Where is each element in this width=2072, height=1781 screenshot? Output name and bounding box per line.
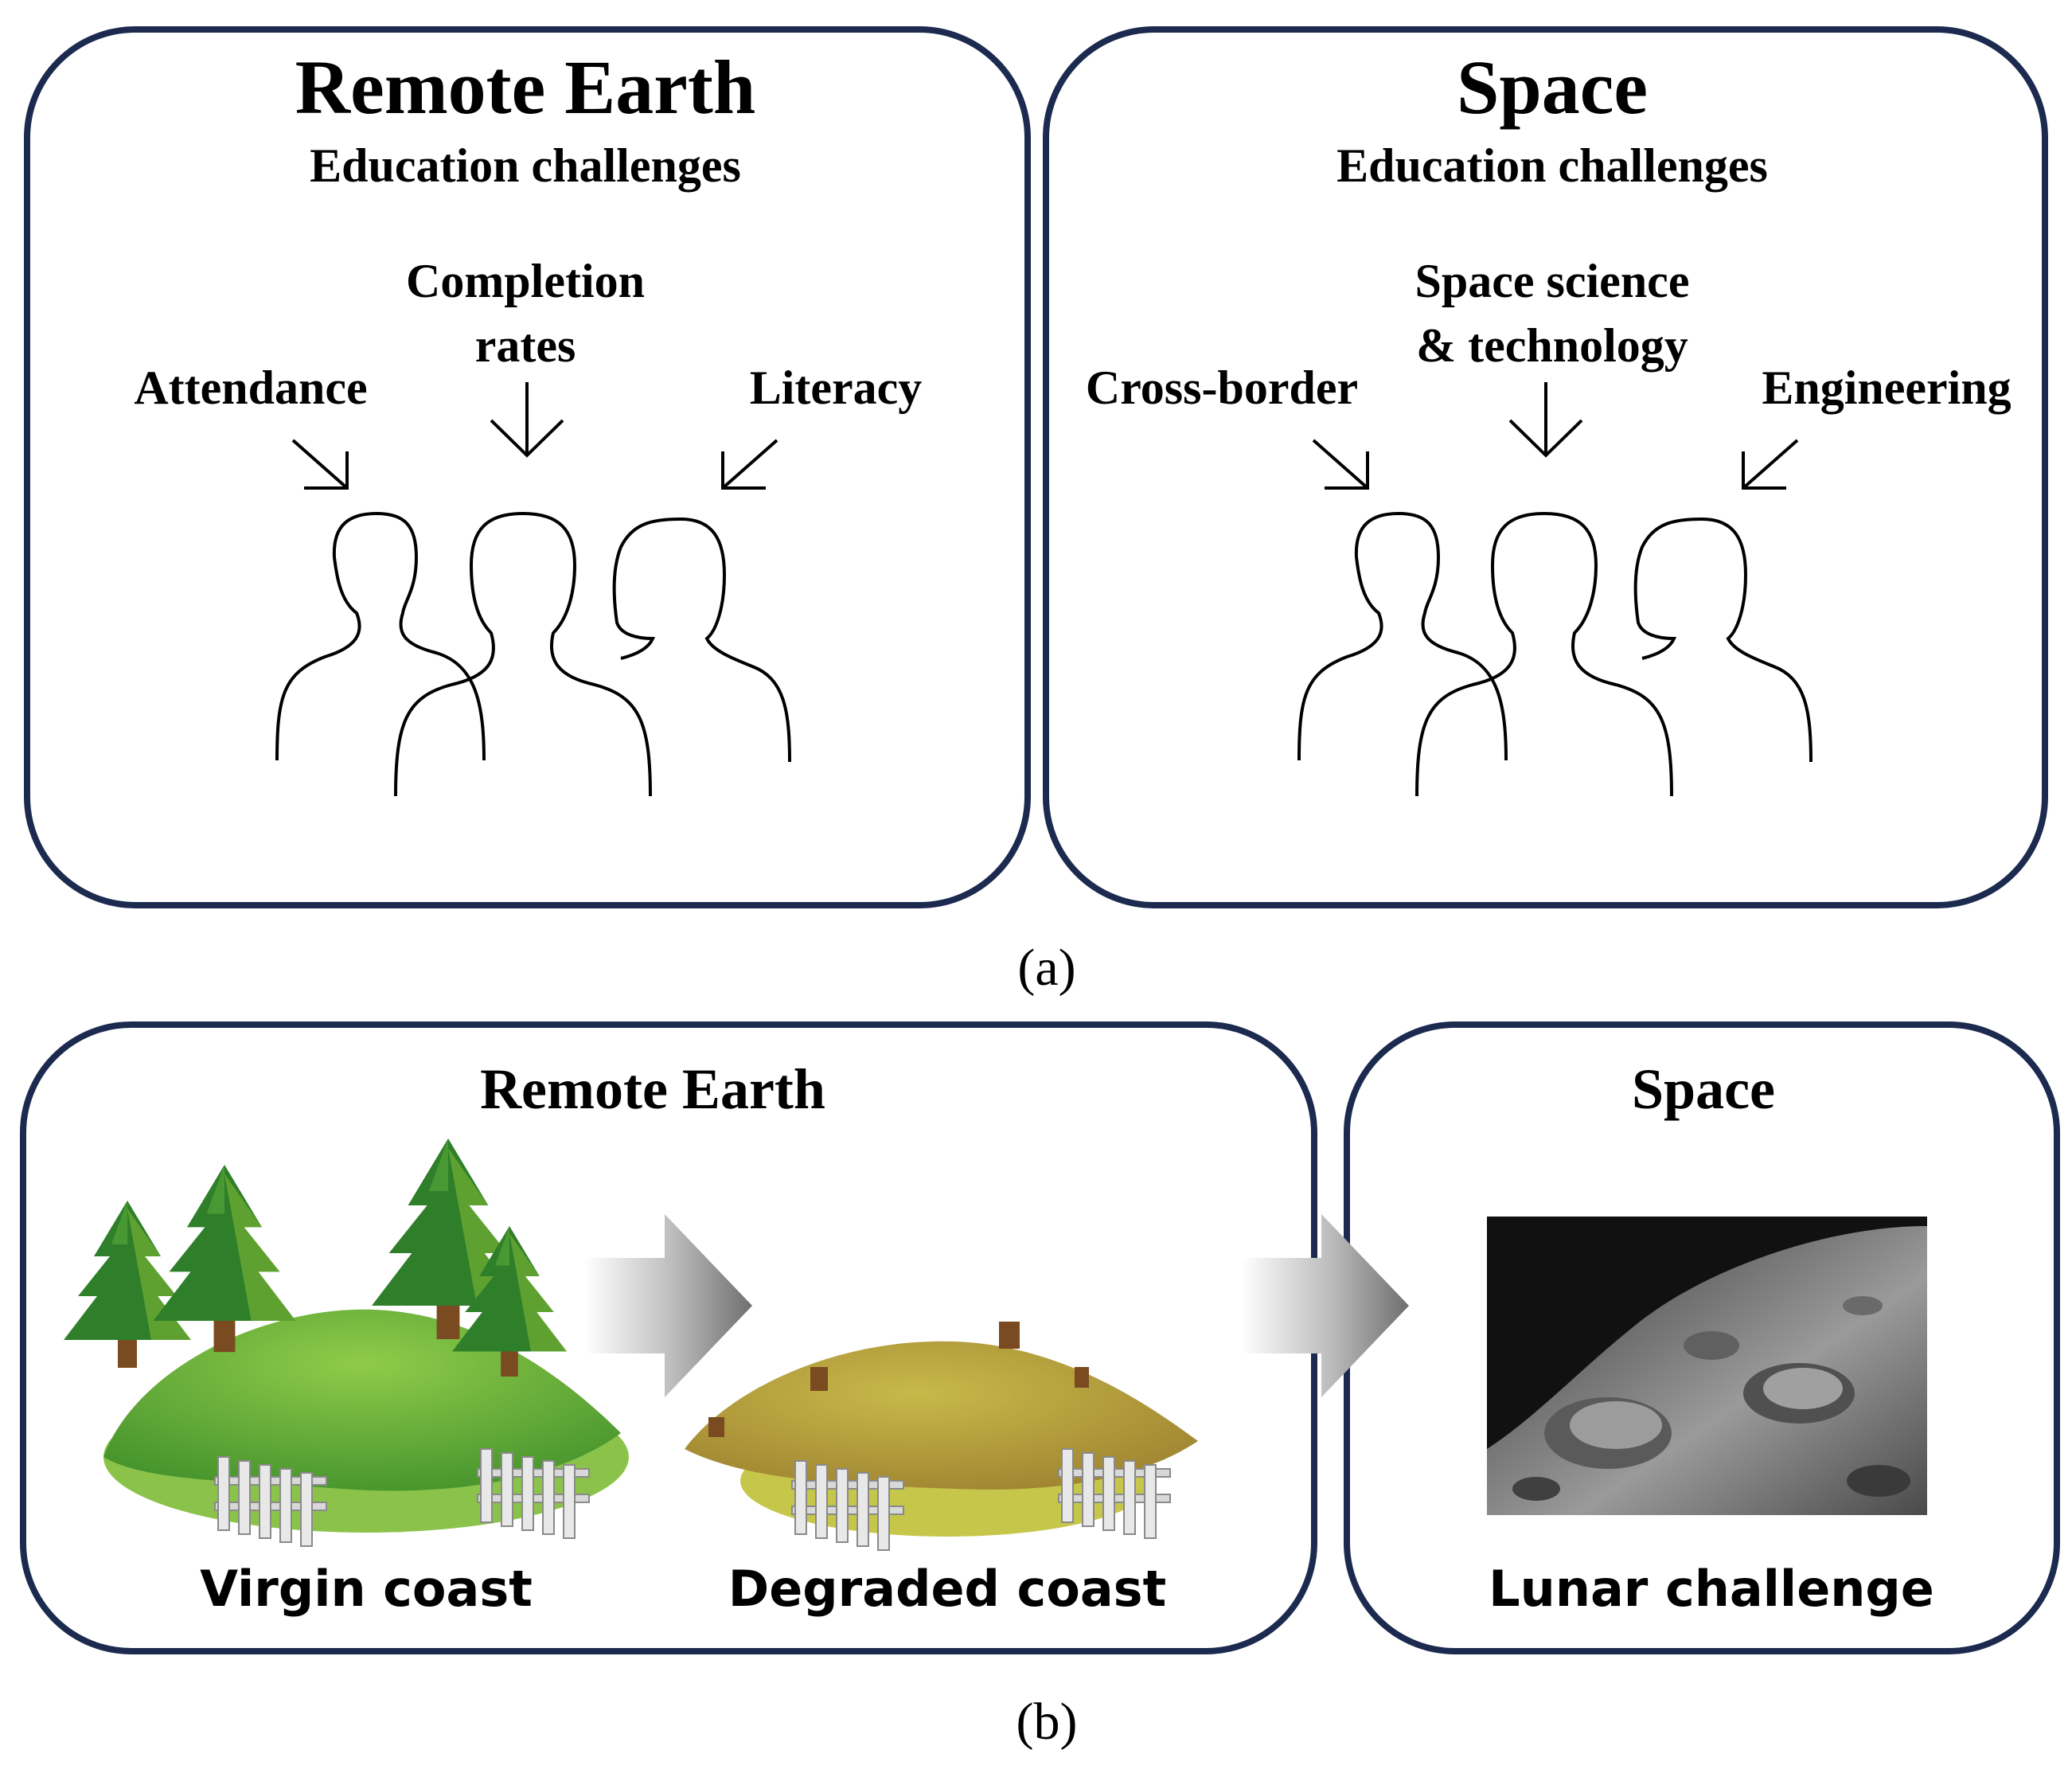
people-group-icon-left: [275, 512, 791, 798]
panel-b-right-title: Space: [1632, 1057, 1775, 1121]
label-engineering: Engineering: [1762, 361, 2012, 414]
label-space-science-line1: Space science: [1415, 255, 1690, 307]
tree-icon: [64, 1201, 191, 1368]
virgin-coast-illustration: [64, 1139, 629, 1547]
panel-b-left-title: Remote Earth: [480, 1057, 825, 1121]
panel-a-remote-earth-box: [24, 26, 1031, 908]
label-literacy: Literacy: [749, 361, 923, 414]
label-completion-line2: rates: [474, 319, 576, 372]
degraded-coast-illustration: [685, 1322, 1198, 1551]
people-group-icon-right: [1297, 512, 1813, 798]
arrow-icon-cross-border: [1312, 439, 1369, 490]
arrow-icon-attendance: [291, 439, 349, 490]
label-cross-border: Cross-border: [1085, 361, 1359, 414]
caption-virgin-coast: Virgin coast: [200, 1560, 533, 1618]
label-attendance: Attendance: [134, 361, 368, 414]
caption-lunar-challenge: Lunar challenge: [1489, 1560, 1934, 1618]
panel-a-space-box: [1043, 26, 2048, 908]
gray-arrow-icon-2: [1242, 1214, 1409, 1397]
panel-a-left-title: Remote Earth: [295, 45, 756, 130]
gray-arrow-icon-1: [585, 1214, 752, 1397]
arrow-icon-completion: [490, 381, 564, 457]
label-space-science-line2: & technology: [1416, 319, 1688, 372]
panel-a-right-title: Space: [1457, 45, 1648, 130]
arrow-icon-engineering: [1742, 439, 1799, 490]
panel-a-left-subtitle: Education challenges: [310, 139, 741, 192]
caption-degraded-coast: Degraded coast: [728, 1560, 1167, 1618]
panel-a-right-subtitle: Education challenges: [1336, 139, 1768, 192]
moon-surface-image: [1487, 1217, 1927, 1515]
caption-b: (b): [1016, 1693, 1078, 1751]
arrow-icon-space-science: [1508, 381, 1583, 457]
label-completion-line1: Completion: [406, 255, 645, 307]
arrow-icon-literacy: [721, 439, 778, 490]
caption-a: (a): [1017, 939, 1076, 997]
